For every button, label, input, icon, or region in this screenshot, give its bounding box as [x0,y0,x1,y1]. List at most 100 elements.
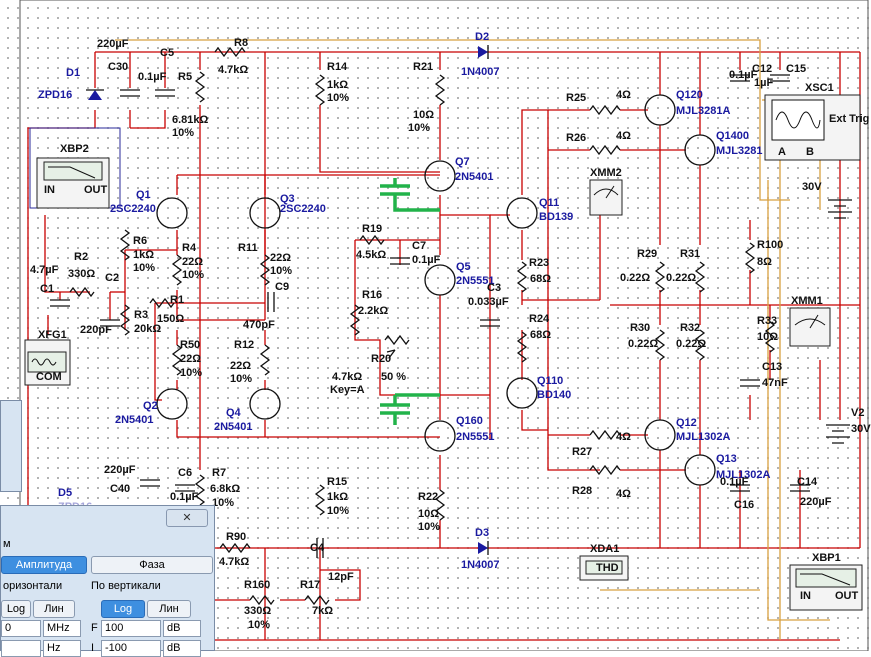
c12-ref: C12 [752,63,772,75]
h-log-button[interactable]: Log [1,600,31,618]
r21-value: 10Ω [413,109,434,121]
sheet-border [19,0,869,651]
distortion-analyzer-xda1[interactable]: XDA1 THD [579,543,629,581]
c40-ref: C40 [110,483,130,495]
v-initial-unit[interactable]: dB [163,640,201,657]
r6-tol: 10% [133,262,155,274]
q5-value: 2N5551 [456,275,495,287]
bode-plotter-xbp1[interactable]: XBP1 IN OUT [789,552,863,611]
side-window-fragment[interactable] [0,400,22,492]
r26-ref: R26 [566,132,586,144]
q12-ref: Q12 [676,417,697,429]
r29-value: 0.22Ω [620,272,650,284]
v1-value: 30V [802,181,822,193]
r16-value: 2.2kΩ [358,305,388,317]
r23-ref: R23 [529,257,549,269]
h-initial-unit[interactable]: Hz [43,640,81,657]
d5-ref: D5 [58,487,72,499]
close-button[interactable]: ✕ [166,509,208,527]
r5-ref: R5 [178,71,192,83]
potentiometer-wiper [386,349,396,359]
r160-tol: 10% [248,619,270,631]
diode-symbols [86,45,489,555]
c4-ref: C4 [310,542,325,554]
q7-value: 2N5401 [455,171,494,183]
r30-ref: R30 [630,322,650,334]
h-final-input[interactable]: 0 [1,620,41,637]
r21-ref: R21 [413,61,433,73]
battery-symbols [826,199,852,444]
r24-value: 68Ω [530,329,551,341]
xmm2-ref: XMM2 [590,167,622,179]
r90-value: 4.7kΩ [219,556,249,568]
r11-tol: 10% [270,265,292,277]
r90-ref: R90 [226,531,246,543]
r20-ref: R20 [371,353,391,365]
xda1-ref: XDA1 [590,543,619,555]
phase-button[interactable]: Фаза [91,556,213,574]
c2-ref: C2 [105,272,119,284]
r32-ref: R32 [680,322,700,334]
v-final-unit[interactable]: dB [163,620,201,637]
d3-value: 1N4007 [461,559,500,571]
h-final-unit[interactable]: MHz [43,620,81,637]
r27-value: 4Ω [616,431,631,443]
q120-ref: Q120 [676,89,703,101]
r19-ref: R19 [362,223,382,235]
q1400-ref: Q1400 [716,130,749,142]
q7-ref: Q7 [455,156,470,168]
xfg1-com-label: COM [36,371,62,383]
xbp1-ref: XBP1 [812,552,841,564]
r11-value: 22Ω [270,252,291,264]
r22-value: 10Ω [418,508,439,520]
d1-value: ZPD16 [38,89,72,101]
xsc1-b-label: B [806,146,814,158]
r25-ref: R25 [566,92,586,104]
v-final-label: F [91,622,98,634]
v-log-button[interactable]: Log [101,600,145,618]
r14-tol: 10% [327,92,349,104]
q11-value: BD139 [539,211,573,223]
v-lin-button[interactable]: Лин [147,600,191,618]
q4-value: 2N5401 [214,421,253,433]
q1-value: 2SC2240 [110,203,156,215]
r30-value: 0.22Ω [628,338,658,350]
function-generator-xfg1[interactable]: XFG1 COM [24,329,71,386]
h-lin-button[interactable]: Лин [33,600,75,618]
c40-value: 220µF [104,464,136,476]
r12-value: 22Ω [230,360,251,372]
q5-ref: Q5 [456,261,471,273]
v-final-input[interactable]: 100 [101,620,161,637]
c5-value: 0.1µF [138,71,167,83]
dialog-mode-label: м [3,538,11,550]
q12-value: MJL1302A [676,431,730,443]
multimeter-xmm2[interactable]: XMM2 [589,167,623,216]
bode-plotter-dialog[interactable]: ✕ м Амплитуда Фаза оризонтали По вертика… [0,505,215,657]
c2-value: 220pF [80,324,112,336]
r1-ref: R1 [170,294,184,306]
bode-plotter-xbp2[interactable]: XBP2 IN OUT [29,127,121,209]
r4-value: 22Ω [182,256,203,268]
q160-ref: Q160 [456,415,483,427]
xda1-screen: THD [596,562,619,574]
r3-ref: R3 [134,309,148,321]
v-initial-input[interactable]: -100 [101,640,161,657]
c9-ref: C9 [275,281,289,293]
c12-value: 0.1µF [729,69,758,81]
oscilloscope-xsc1[interactable]: XSC1 Ext Trig A B [764,82,869,161]
r22-ref: R22 [418,491,438,503]
xbp1-in-label: IN [800,590,811,602]
amplitude-button[interactable]: Амплитуда [1,556,87,574]
r15-tol: 10% [327,505,349,517]
r12-ref: R12 [234,339,254,351]
r27-ref: R27 [572,446,592,458]
q1-ref: Q1 [136,189,151,201]
r7-ref: R7 [212,467,226,479]
h-initial-input[interactable] [1,640,41,657]
q2-ref: Q2 [143,400,158,412]
q110-ref: Q110 [537,375,563,387]
multimeter-xmm1[interactable]: XMM1 [789,295,831,347]
labels: D1 ZPD16 220µF C30 0.1µF C5 R5 6.81kΩ 10… [30,31,871,631]
c15-ref: C15 [786,63,806,75]
